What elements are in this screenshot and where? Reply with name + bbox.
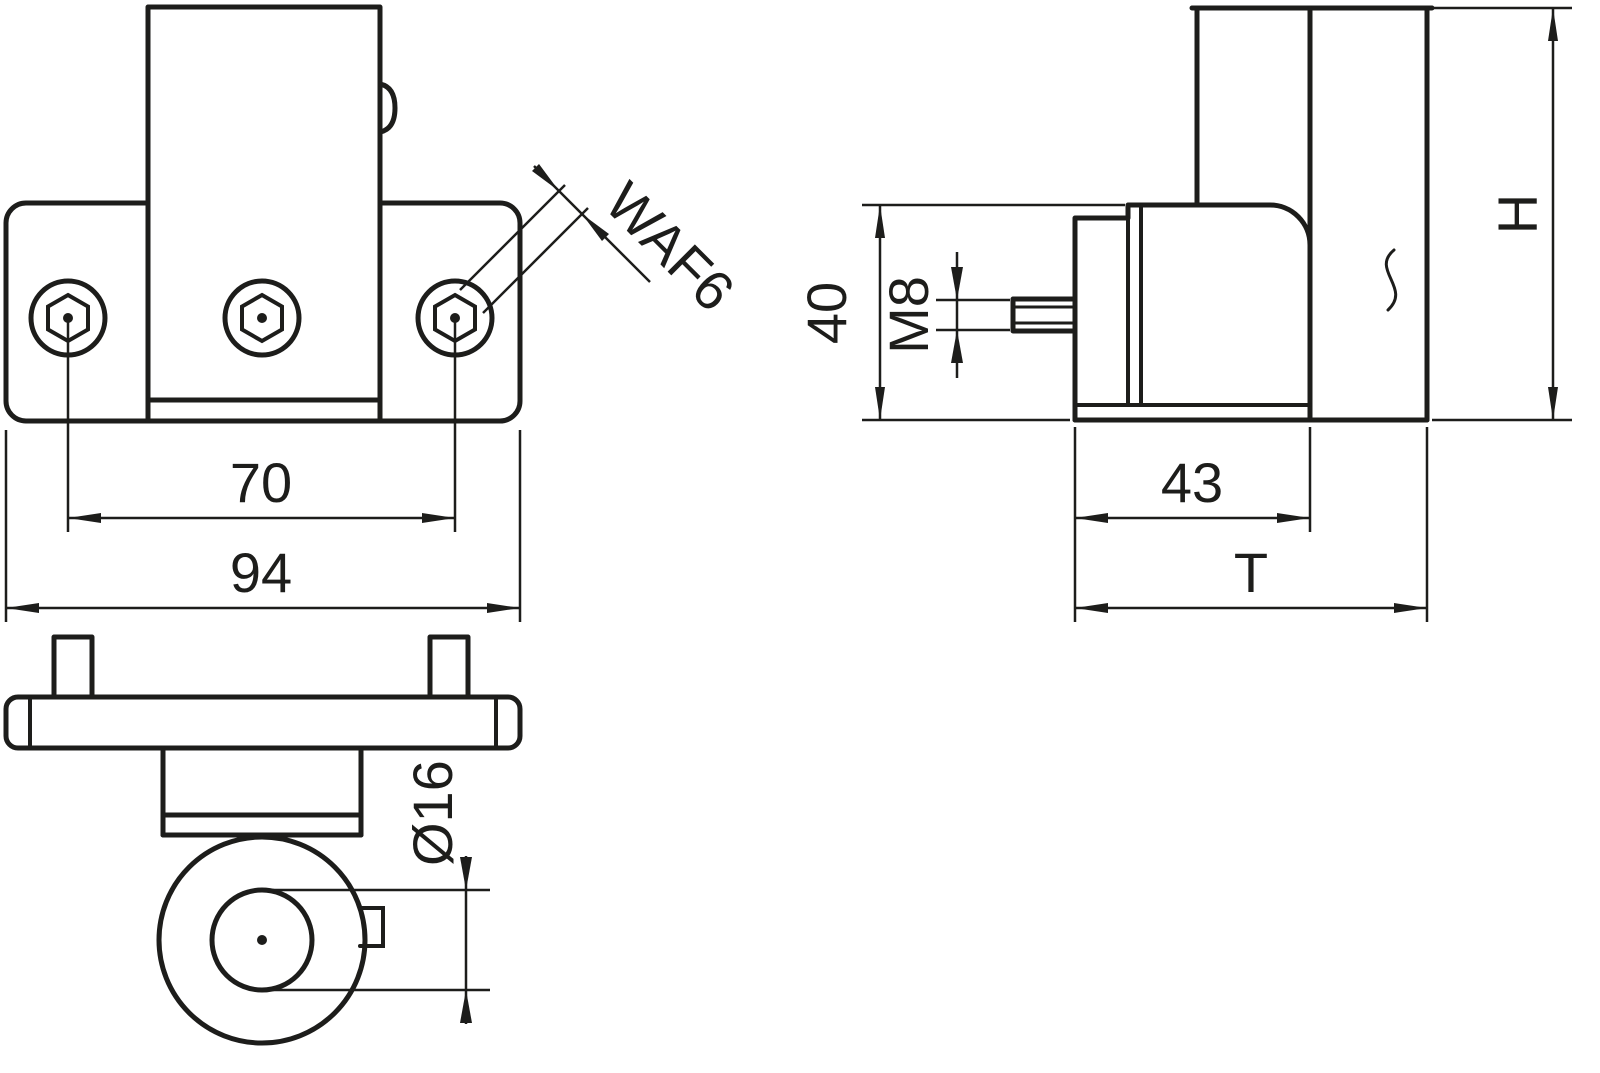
side-view: 40 M8 43 T H (795, 5, 1572, 622)
arrowhead (460, 990, 472, 1023)
hex-socket-screw-middle (222, 278, 302, 358)
screw-center-dot (63, 313, 73, 323)
screw-center-dot (450, 313, 460, 323)
screw-center-dot (257, 313, 267, 323)
stud-right (427, 634, 471, 702)
dimension-70: 70 (66, 322, 457, 532)
arrowhead (951, 267, 963, 300)
dimension-43: 43 (1073, 427, 1312, 622)
waf6-label: WAF6 (594, 170, 747, 323)
dim-43-label: 43 (1161, 451, 1223, 514)
roller-wheel (156, 834, 385, 1046)
dimension-94: 94 (4, 430, 522, 622)
arrowhead (532, 164, 559, 191)
arrowhead (951, 330, 963, 363)
dimension-t: T (1075, 427, 1429, 622)
dimension-m8: M8 (877, 252, 1010, 378)
stud-left (51, 634, 95, 702)
break-line (1384, 248, 1398, 312)
plate-edge (3, 694, 523, 751)
dimension-dia16: Ø16 (262, 760, 490, 1024)
m8-label: M8 (877, 276, 940, 354)
dimension-40: 40 (795, 203, 1125, 422)
post-side-nub (377, 81, 398, 135)
roller-nub (358, 906, 385, 948)
dim-40-label: 40 (795, 282, 858, 344)
dim-t-label: T (1234, 541, 1268, 604)
arrowhead (582, 214, 609, 241)
dim-94-label: 94 (230, 541, 292, 604)
roller-center-dot (257, 935, 267, 945)
clamp-block (1072, 202, 1313, 423)
dim-h-label: H (1486, 194, 1549, 234)
dia-16-label: Ø16 (401, 760, 464, 866)
roller-bracket (160, 745, 364, 838)
bottom-view: Ø16 (3, 634, 523, 1046)
arrowhead (460, 857, 472, 890)
dimension-h: H (1432, 6, 1572, 422)
front-view: WAF6 70 94 (3, 4, 747, 622)
threaded-stud (1010, 296, 1078, 334)
hex-socket-icon (240, 292, 284, 344)
dim-70-label: 70 (230, 451, 292, 514)
